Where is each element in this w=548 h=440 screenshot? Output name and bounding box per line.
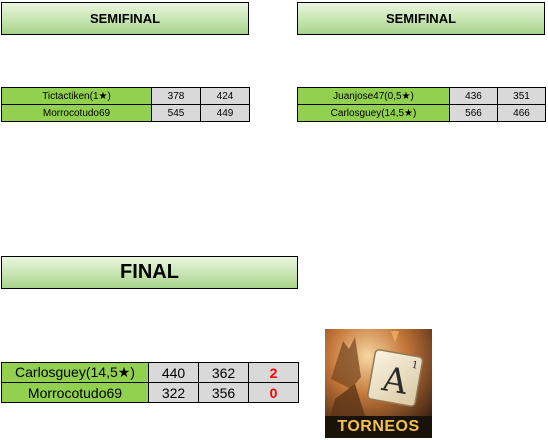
table-row: Morrocotudo69 322 356 0 — [1, 382, 299, 403]
player-name: Juanjose47(0,5★) — [297, 87, 450, 105]
table-row: Tictactiken(1★) 378 424 — [1, 87, 250, 105]
logo-caption: TORNEOS — [325, 416, 432, 438]
score-game-1: 322 — [148, 382, 199, 403]
tile-value: 1 — [411, 360, 419, 372]
final-title: FINAL — [120, 261, 179, 283]
final-header: FINAL — [1, 256, 298, 289]
player-name: Tictactiken(1★) — [1, 87, 152, 105]
score-game-2: 356 — [198, 382, 249, 403]
player-name: Morrocotudo69 — [1, 104, 152, 122]
score-game-2: 466 — [497, 104, 546, 122]
wins-count: 0 — [248, 382, 299, 403]
score-game-1: 436 — [449, 87, 498, 105]
score-game-2: 362 — [198, 362, 249, 383]
table-row: Juanjose47(0,5★) 436 351 — [297, 87, 546, 105]
player-name: Morrocotudo69 — [1, 382, 149, 403]
torneos-logo: A 1 TORNEOS — [325, 329, 432, 438]
player-name: Carlosguey(14,5★) — [1, 362, 149, 383]
score-game-2: 424 — [200, 87, 250, 105]
wins-count: 2 — [248, 362, 299, 383]
score-game-1: 545 — [151, 104, 201, 122]
score-game-1: 378 — [151, 87, 201, 105]
semifinal-right-title: SEMIFINAL — [385, 11, 457, 26]
final-table: Carlosguey(14,5★) 440 362 2 Morrocotudo6… — [1, 362, 299, 403]
semifinal-left-title: SEMIFINAL — [89, 11, 161, 26]
table-row: Carlosguey(14,5★) 440 362 2 — [1, 362, 299, 383]
score-game-1: 566 — [449, 104, 498, 122]
score-game-1: 440 — [148, 362, 199, 383]
score-game-2: 351 — [497, 87, 546, 105]
table-row: Morrocotudo69 545 449 — [1, 104, 250, 122]
semifinal-left-table: Tictactiken(1★) 378 424 Morrocotudo69 54… — [1, 87, 250, 122]
semifinal-right-header: SEMIFINAL — [297, 2, 545, 35]
player-name: Carlosguey(14,5★) — [297, 104, 450, 122]
semifinal-left-header: SEMIFINAL — [1, 2, 249, 35]
semifinal-right-table: Juanjose47(0,5★) 436 351 Carlosguey(14,5… — [297, 87, 546, 122]
score-game-2: 449 — [200, 104, 250, 122]
table-row: Carlosguey(14,5★) 566 466 — [297, 104, 546, 122]
